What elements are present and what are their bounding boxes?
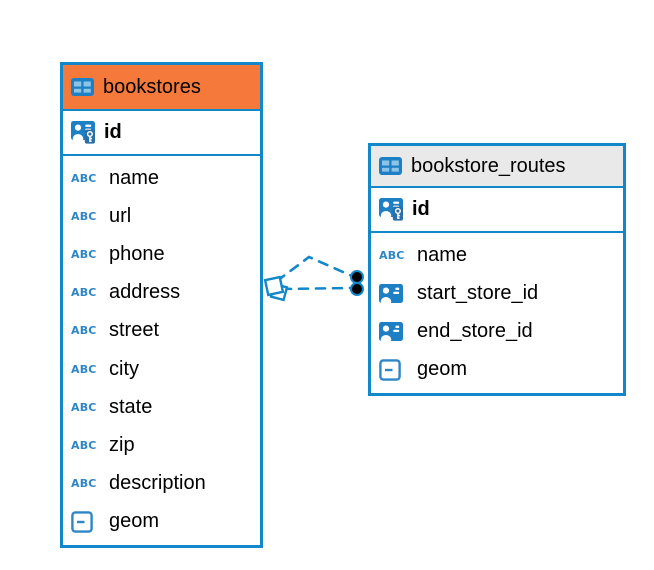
column-street[interactable]: ABC street — [71, 319, 160, 342]
column-geom[interactable]: geom — [63, 503, 260, 541]
text-type-icon: ABC — [71, 400, 97, 414]
column-end-store-id[interactable]: end_store_id — [371, 313, 623, 351]
primary-key-icon — [71, 121, 96, 144]
table-bookstore-routes-header[interactable]: bookstore_routes — [371, 146, 623, 188]
column-row-id[interactable]: id — [63, 111, 260, 156]
table-icon — [379, 157, 402, 175]
table-bookstore-routes[interactable]: bookstore_routes id ABC name start_store… — [368, 143, 626, 396]
text-type-icon: ABC — [71, 248, 97, 261]
table-title: bookstores — [103, 75, 201, 98]
primary-key-label: id — [104, 121, 122, 143]
reference-type-icon — [379, 322, 403, 341]
table-bookstores-header[interactable]: bookstores — [63, 65, 260, 111]
column-url[interactable]: ABC url — [71, 204, 132, 227]
column-start-store-id[interactable]: start_store_id — [371, 274, 623, 312]
table-icon — [71, 78, 94, 96]
relationship-dot-marker — [350, 270, 364, 296]
geometry-type-icon — [379, 359, 401, 381]
column-list: ABC name ABC url ABC phone ABC address A… — [63, 156, 260, 545]
text-type-icon: ABC — [71, 171, 97, 185]
column-state[interactable]: ABC state — [71, 395, 153, 418]
reference-type-icon — [379, 284, 403, 303]
text-type-icon: ABC — [379, 248, 405, 262]
text-type-icon: ABC — [71, 286, 97, 300]
table-title: bookstore_routes — [411, 154, 566, 177]
column-geom[interactable]: geom — [371, 351, 623, 389]
geometry-type-icon — [71, 511, 93, 533]
column-description[interactable]: ABC description — [71, 472, 206, 495]
text-type-icon: ABC — [71, 362, 97, 376]
primary-key-label: id — [412, 198, 430, 220]
primary-key-icon — [379, 198, 404, 221]
column-row-id[interactable]: id — [371, 188, 623, 233]
column-city[interactable]: ABC city — [71, 357, 139, 380]
text-type-icon: ABC — [71, 209, 97, 223]
text-type-icon: ABC — [71, 477, 97, 491]
column-address[interactable]: ABC address — [71, 281, 181, 304]
column-phone[interactable]: ABC phone — [71, 243, 165, 265]
column-zip[interactable]: ABC zip — [71, 434, 135, 457]
relationship-line-bent[interactable] — [275, 255, 354, 283]
table-bookstores[interactable]: bookstores id ABC name ABC url ABC phone… — [60, 62, 263, 548]
relationship-diamond-marker — [263, 275, 289, 302]
relationship-layer — [263, 255, 364, 302]
column-name[interactable]: ABC name — [379, 243, 468, 266]
relationship-line-straight[interactable] — [280, 286, 352, 291]
column-list: ABC name start_store_id end_store_id geo… — [371, 233, 623, 393]
column-name[interactable]: ABC name — [71, 166, 160, 189]
text-type-icon: ABC — [71, 324, 97, 338]
text-type-icon: ABC — [71, 439, 97, 453]
